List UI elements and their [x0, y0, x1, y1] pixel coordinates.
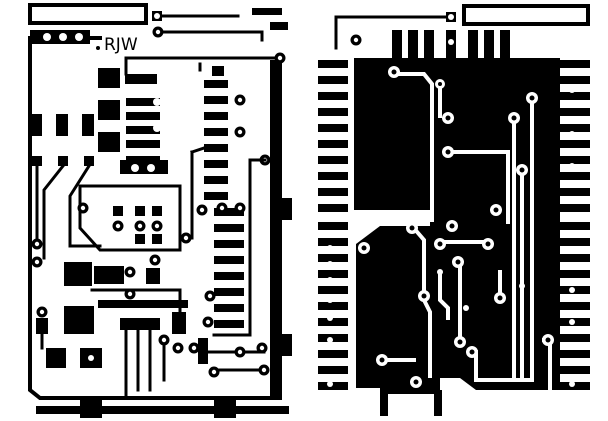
left-copper-layer: RJW: [28, 3, 292, 418]
pad: [252, 8, 282, 15]
right-label-box: [462, 4, 590, 26]
left-label-box: [28, 3, 148, 25]
initials-label: RJW: [104, 35, 138, 55]
right-copper-layer: [318, 4, 590, 416]
